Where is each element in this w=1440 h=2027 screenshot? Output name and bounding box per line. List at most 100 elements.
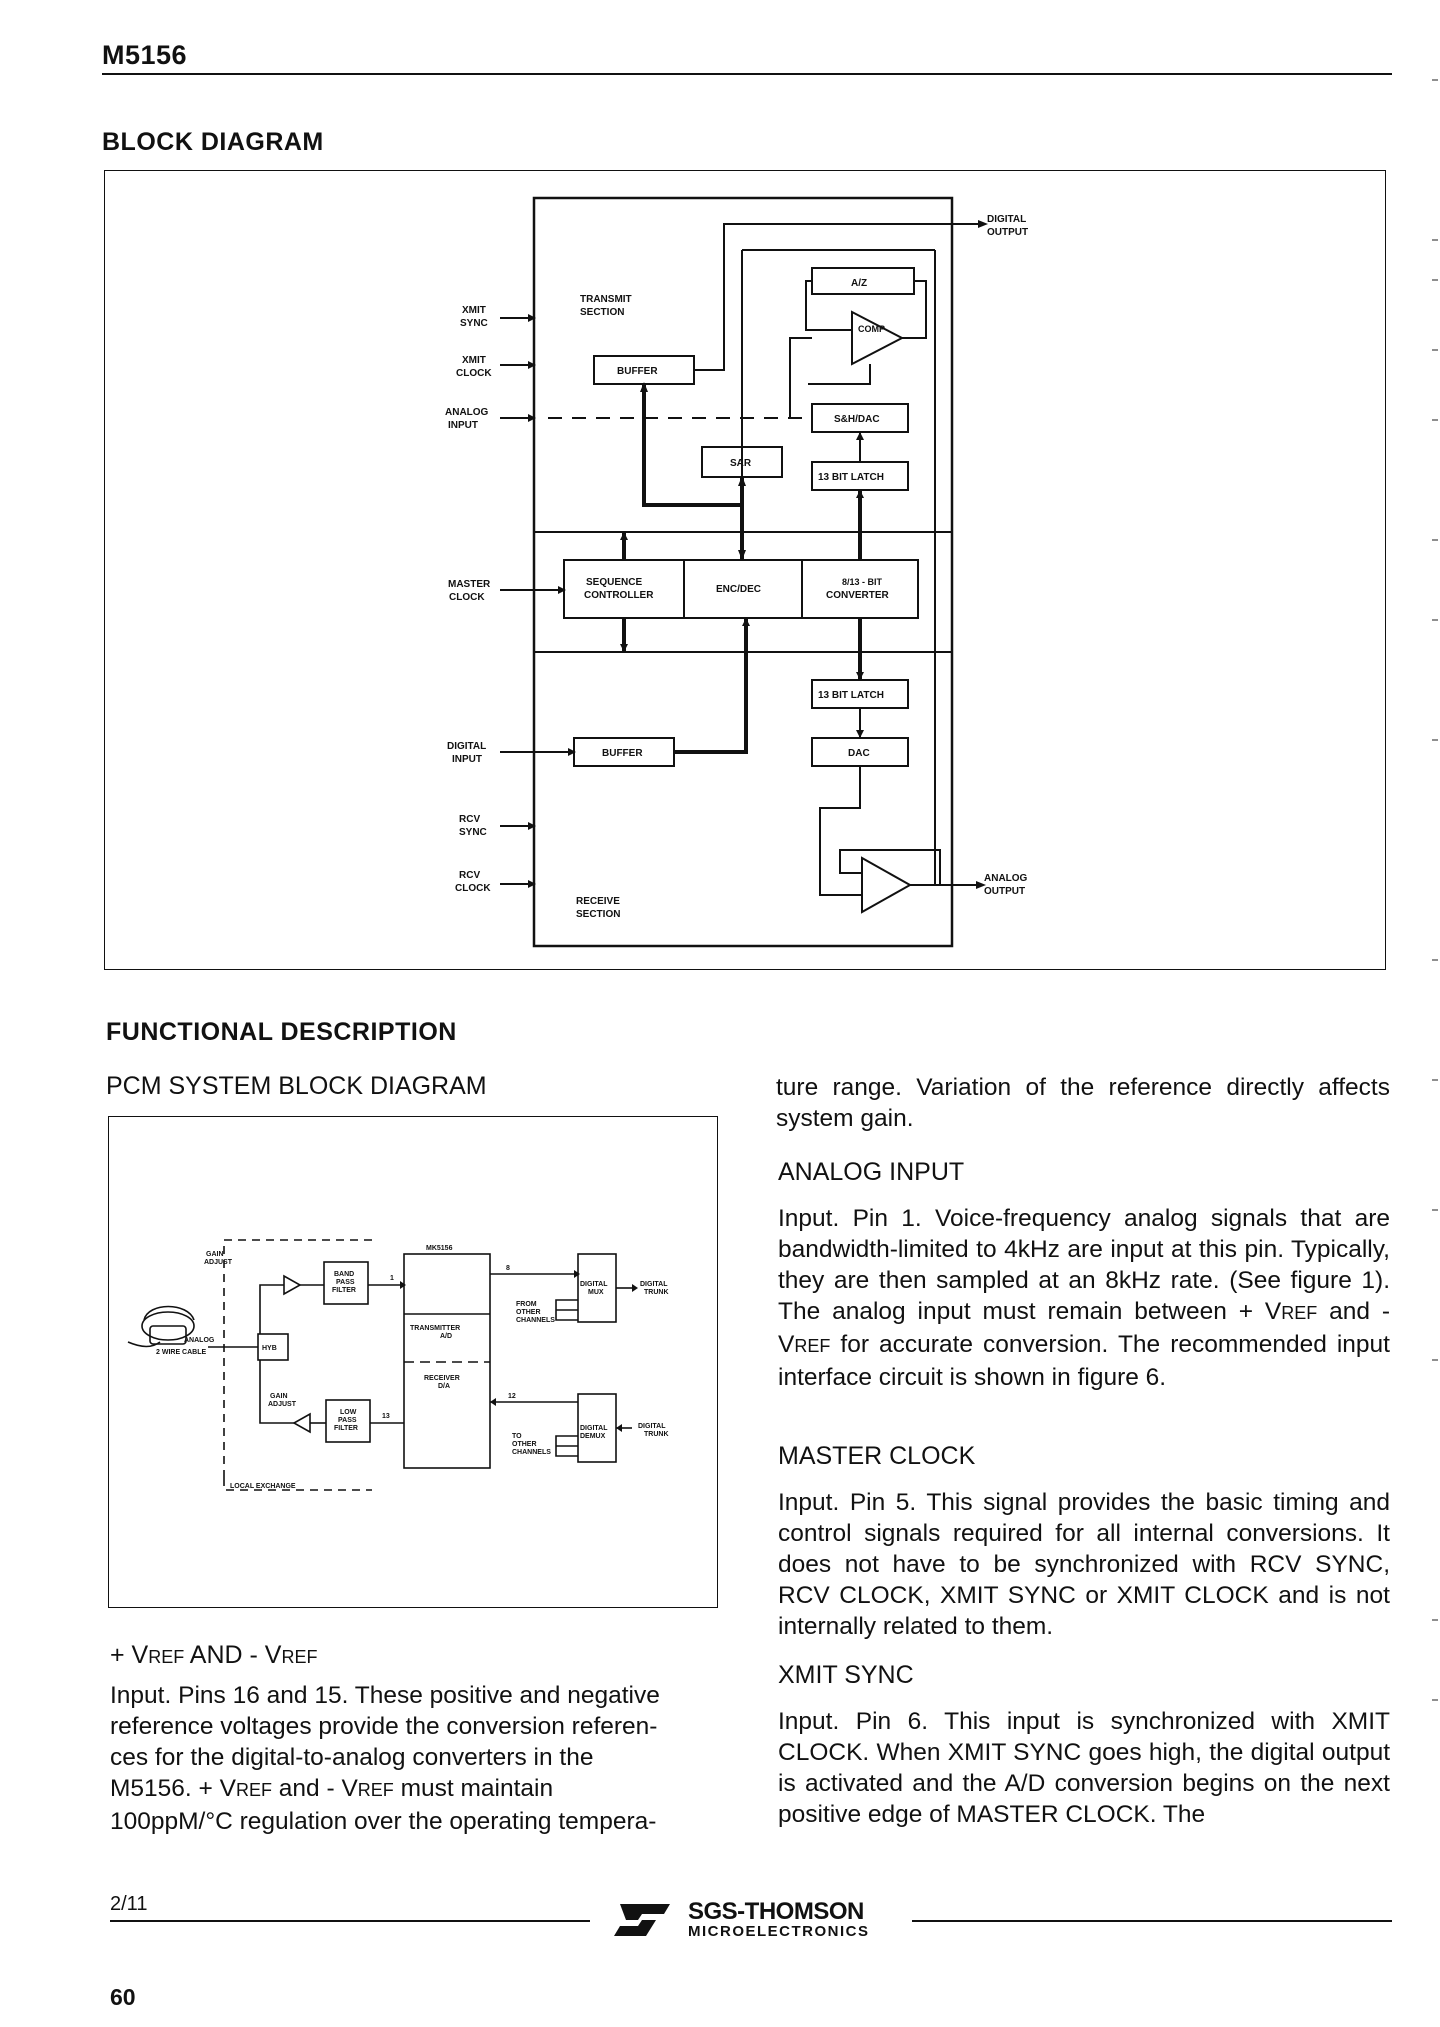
pcm-low-pass: LOW	[340, 1409, 357, 1416]
pcm-digital-mux: DIGITAL	[580, 1281, 608, 1288]
pcm-diagram-title: PCM SYSTEM BLOCK DIAGRAM	[106, 1072, 487, 1100]
pcm-from-other-3: CHANNELS	[516, 1317, 555, 1324]
st-logo-icon	[614, 1904, 670, 1936]
xmit-sync-paragraph: Input. Pin 6. This input is synchronized…	[778, 1708, 1390, 1828]
pcm-gain-adjust-bottom-2: ADJUST	[268, 1401, 297, 1408]
pcm-gain-adjust-top-2: ADJUST	[204, 1259, 233, 1266]
label-digital-input: DIGITAL	[447, 741, 486, 752]
header-rule	[102, 73, 1392, 75]
pcm-system-diagram: GAIN ADJUST BAND PASS FILTER MK5156 TRAN…	[127, 1239, 669, 1491]
pcm-band-pass: BAND	[334, 1271, 354, 1278]
vref-line-4-sub1: REF	[235, 1780, 272, 1800]
label-digital-output: DIGITAL	[987, 214, 1026, 225]
pcm-local-exchange: LOCAL EXCHANGE	[230, 1483, 296, 1490]
page-reference: 2/11	[110, 1893, 148, 1915]
pcm-num-13: 13	[382, 1413, 390, 1420]
pcm-gain-adjust-bottom: GAIN	[270, 1393, 288, 1400]
pcm-digital-trunk-top: DIGITAL	[640, 1281, 668, 1288]
label-master-clock-2: CLOCK	[449, 592, 485, 603]
vref-line-4a: M5156. + V	[110, 1775, 236, 1802]
block-sh-dac: S&H/DAC	[834, 414, 880, 425]
vref-line-4c: must maintain	[393, 1775, 554, 1802]
vref-sub-2: REF	[281, 1647, 318, 1667]
vref-line-5: 100ppM/°C regulation over the operating …	[110, 1808, 657, 1835]
label-analog-input: ANALOG	[445, 407, 489, 418]
pcm-to-other-3: CHANNELS	[512, 1449, 551, 1456]
pcm-band-pass-3: FILTER	[332, 1287, 356, 1294]
page-number: 60	[110, 1984, 136, 2010]
pcm-digital-trunk-top-2: TRUNK	[644, 1289, 669, 1296]
pcm-transmitter-2: A/D	[440, 1333, 452, 1340]
vref-line-1: Input. Pins 16 and 15. These positive an…	[110, 1682, 660, 1709]
block-sar: SAR	[730, 458, 752, 469]
vref-sub-1: REF	[148, 1647, 185, 1667]
label-transmit-section: TRANSMIT	[580, 294, 632, 305]
vref-line-3: ces for the digital-to-analog converters…	[110, 1744, 594, 1771]
pcm-analog-cable-2: 2 WIRE CABLE	[156, 1349, 207, 1356]
block-converter-2: CONVERTER	[826, 590, 890, 601]
continuation-paragraph: ture range. Variation of the reference d…	[776, 1074, 1390, 1132]
pcm-hyb: HYB	[262, 1345, 277, 1352]
label-digital-input-2: INPUT	[452, 754, 482, 765]
analog-input-sub-1: REF	[1281, 1303, 1318, 1323]
label-rcv-clock-2: CLOCK	[455, 883, 491, 894]
pcm-gain-adjust-top: GAIN	[206, 1251, 224, 1258]
analog-input-text-a: Input. Pin 1. Voice-frequency analog sig…	[778, 1205, 1390, 1325]
label-xmit-clock-2: CLOCK	[456, 368, 492, 379]
block-buffer-rx: BUFFER	[602, 748, 643, 759]
brand-subtitle: MICROELECTRONICS	[688, 1923, 870, 1940]
pcm-digital-trunk-bottom: DIGITAL	[638, 1423, 666, 1430]
label-digital-output-2: OUTPUT	[987, 227, 1028, 238]
vref-line-4-sub2: REF	[357, 1780, 394, 1800]
footer-rule-left	[110, 1920, 590, 1922]
pcm-receiver: RECEIVER	[424, 1375, 460, 1382]
master-clock-heading: MASTER CLOCK	[778, 1442, 976, 1470]
label-analog-output: ANALOG	[984, 873, 1028, 884]
footer-rule-right	[912, 1920, 1392, 1922]
vref-paragraph: Input. Pins 16 and 15. These positive an…	[110, 1680, 720, 1837]
pcm-low-pass-3: FILTER	[334, 1425, 358, 1432]
block-enc-dec: ENC/DEC	[716, 584, 761, 595]
pcm-num-1: 1	[390, 1275, 394, 1282]
analog-input-text-b: and - V	[778, 1298, 1390, 1358]
block-dac: DAC	[848, 748, 870, 759]
pcm-transmitter: TRANSMITTER	[410, 1325, 460, 1332]
label-xmit-clock: XMIT	[462, 355, 486, 366]
block-diagram: DIGITAL OUTPUT XMIT SYNC XMIT CLOCK ANAL…	[445, 196, 1028, 948]
pcm-from-other: FROM	[516, 1301, 537, 1308]
xmit-sync-heading: XMIT SYNC	[778, 1661, 914, 1689]
pcm-num-8: 8	[506, 1265, 510, 1272]
block-latch-rx: 13 BIT LATCH	[818, 690, 884, 701]
label-analog-input-2: INPUT	[448, 420, 478, 431]
scan-edge-marks	[1432, 79, 1438, 1701]
pcm-receiver-2: D/A	[438, 1383, 450, 1390]
part-number: M5156	[102, 40, 188, 70]
vref-heading: + VREF AND - VREF	[110, 1640, 317, 1672]
analog-input-sub-2: REF	[794, 1336, 831, 1356]
pcm-mk5156: MK5156	[426, 1245, 453, 1252]
block-latch-tx: 13 BIT LATCH	[818, 472, 884, 483]
functional-description-title: FUNCTIONAL DESCRIPTION	[106, 1018, 457, 1046]
analog-input-paragraph: Input. Pin 1. Voice-frequency analog sig…	[778, 1203, 1390, 1393]
pcm-digital-mux-2: MUX	[588, 1289, 604, 1296]
label-receive-section: RECEIVE	[576, 896, 620, 907]
vref-line-2: reference voltages provide the conversio…	[110, 1713, 658, 1740]
vref-plus: + V	[110, 1641, 149, 1669]
block-comp: COMP	[858, 324, 885, 334]
vref-line-4b: and - V	[271, 1775, 358, 1802]
pcm-digital-trunk-bottom-2: TRUNK	[644, 1431, 669, 1438]
label-master-clock: MASTER	[448, 579, 491, 590]
pcm-diagram-frame	[108, 1116, 718, 1608]
pcm-digital-demux-2: DEMUX	[580, 1433, 606, 1440]
block-sequence-controller-2: CONTROLLER	[584, 590, 654, 601]
block-sequence-controller: SEQUENCE	[586, 577, 642, 588]
brand-name: SGS-THOMSON	[688, 1898, 864, 1925]
pcm-band-pass-2: PASS	[336, 1279, 355, 1286]
pcm-digital-demux: DIGITAL	[580, 1425, 608, 1432]
pcm-from-other-2: OTHER	[516, 1309, 541, 1316]
pcm-to-other-2: OTHER	[512, 1441, 537, 1448]
block-diagram-title: BLOCK DIAGRAM	[102, 128, 324, 156]
label-receive-section-2: SECTION	[576, 909, 620, 920]
block-az: A/Z	[851, 278, 867, 289]
pcm-num-12: 12	[508, 1393, 516, 1400]
